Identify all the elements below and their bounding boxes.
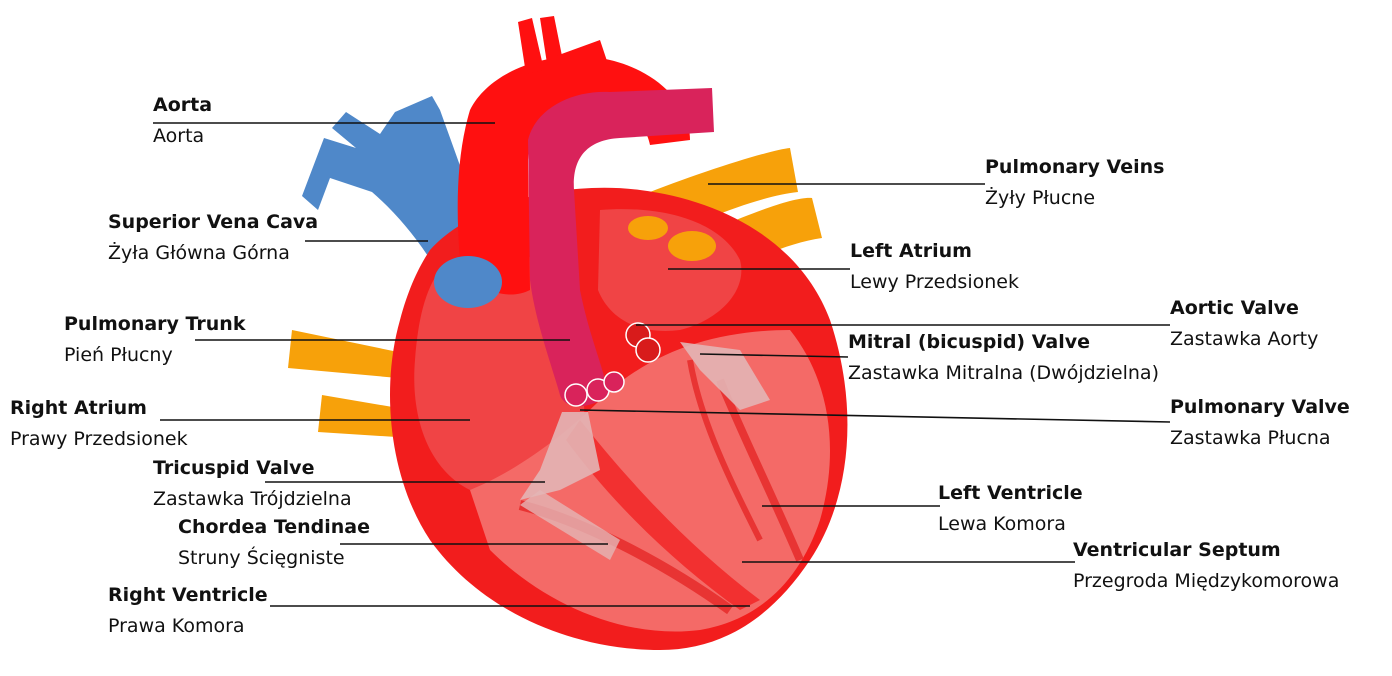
label-aorta-en: Aorta — [153, 90, 212, 121]
label-pulmonary-veins-en: Pulmonary Veins — [985, 152, 1164, 183]
label-aortic-valve-pl: Zastawka Aorty — [1170, 324, 1318, 355]
label-right-atrium-pl: Prawy Przedsionek — [10, 424, 188, 455]
pulmonary-vein-opening — [668, 231, 716, 261]
label-chordae-tendinae-en: Chordea Tendinae — [178, 512, 370, 543]
label-tricuspid-valve-pl: Zastawka Trójdzielna — [153, 484, 352, 515]
label-right-atrium: Right Atrium Prawy Przedsionek — [10, 393, 188, 455]
label-pulmonary-veins: Pulmonary Veins Żyły Płucne — [985, 152, 1164, 214]
label-right-atrium-en: Right Atrium — [10, 393, 188, 424]
label-superior-vena-cava-pl: Żyła Główna Górna — [108, 238, 318, 269]
label-aorta: Aorta Aorta — [153, 90, 212, 152]
aortic-valve-cusp — [636, 338, 660, 362]
pulmonary-vein-opening — [628, 216, 668, 240]
label-left-ventricle: Left Ventricle Lewa Komora — [938, 478, 1083, 540]
aortic-branch-1 — [518, 18, 544, 74]
pulmonary-valve-cusp — [565, 384, 587, 406]
label-chordae-tendinae: Chordea Tendinae Struny Ścięgniste — [178, 512, 370, 574]
label-left-atrium-pl: Lewy Przedsionek — [850, 267, 1019, 298]
label-pulmonary-trunk-en: Pulmonary Trunk — [64, 309, 245, 340]
label-mitral-valve: Mitral (bicuspid) Valve Zastawka Mitraln… — [848, 327, 1159, 389]
vena-cava-opening — [434, 256, 502, 308]
label-left-ventricle-en: Left Ventricle — [938, 478, 1083, 509]
label-pulmonary-valve-pl: Zastawka Płucna — [1170, 423, 1350, 454]
label-aortic-valve: Aortic Valve Zastawka Aorty — [1170, 293, 1318, 355]
label-right-ventricle-en: Right Ventricle — [108, 580, 268, 611]
label-superior-vena-cava: Superior Vena Cava Żyła Główna Górna — [108, 207, 318, 269]
label-right-ventricle-pl: Prawa Komora — [108, 611, 268, 642]
label-chordae-tendinae-pl: Struny Ścięgniste — [178, 543, 370, 574]
label-pulmonary-valve-en: Pulmonary Valve — [1170, 392, 1350, 423]
label-pulmonary-valve: Pulmonary Valve Zastawka Płucna — [1170, 392, 1350, 454]
label-left-ventricle-pl: Lewa Komora — [938, 509, 1083, 540]
label-left-atrium-en: Left Atrium — [850, 236, 1019, 267]
label-ventricular-septum: Ventricular Septum Przegroda Międzykomor… — [1073, 535, 1339, 597]
pulmonary-valve-cusp — [604, 372, 624, 392]
label-tricuspid-valve: Tricuspid Valve Zastawka Trójdzielna — [153, 453, 352, 515]
label-right-ventricle: Right Ventricle Prawa Komora — [108, 580, 268, 642]
label-mitral-valve-en: Mitral (bicuspid) Valve — [848, 327, 1159, 358]
label-pulmonary-veins-pl: Żyły Płucne — [985, 183, 1164, 214]
label-superior-vena-cava-en: Superior Vena Cava — [108, 207, 318, 238]
right-pulmonary-vein-upper — [288, 330, 398, 378]
label-pulmonary-trunk-pl: Pień Płucny — [64, 340, 245, 371]
label-aortic-valve-en: Aortic Valve — [1170, 293, 1318, 324]
label-ventricular-septum-pl: Przegroda Międzykomorowa — [1073, 566, 1339, 597]
label-aorta-pl: Aorta — [153, 121, 212, 152]
label-mitral-valve-pl: Zastawka Mitralna (Dwójdzielna) — [848, 358, 1159, 389]
label-left-atrium: Left Atrium Lewy Przedsionek — [850, 236, 1019, 298]
label-tricuspid-valve-en: Tricuspid Valve — [153, 453, 352, 484]
label-ventricular-septum-en: Ventricular Septum — [1073, 535, 1339, 566]
label-pulmonary-trunk: Pulmonary Trunk Pień Płucny — [64, 309, 245, 371]
